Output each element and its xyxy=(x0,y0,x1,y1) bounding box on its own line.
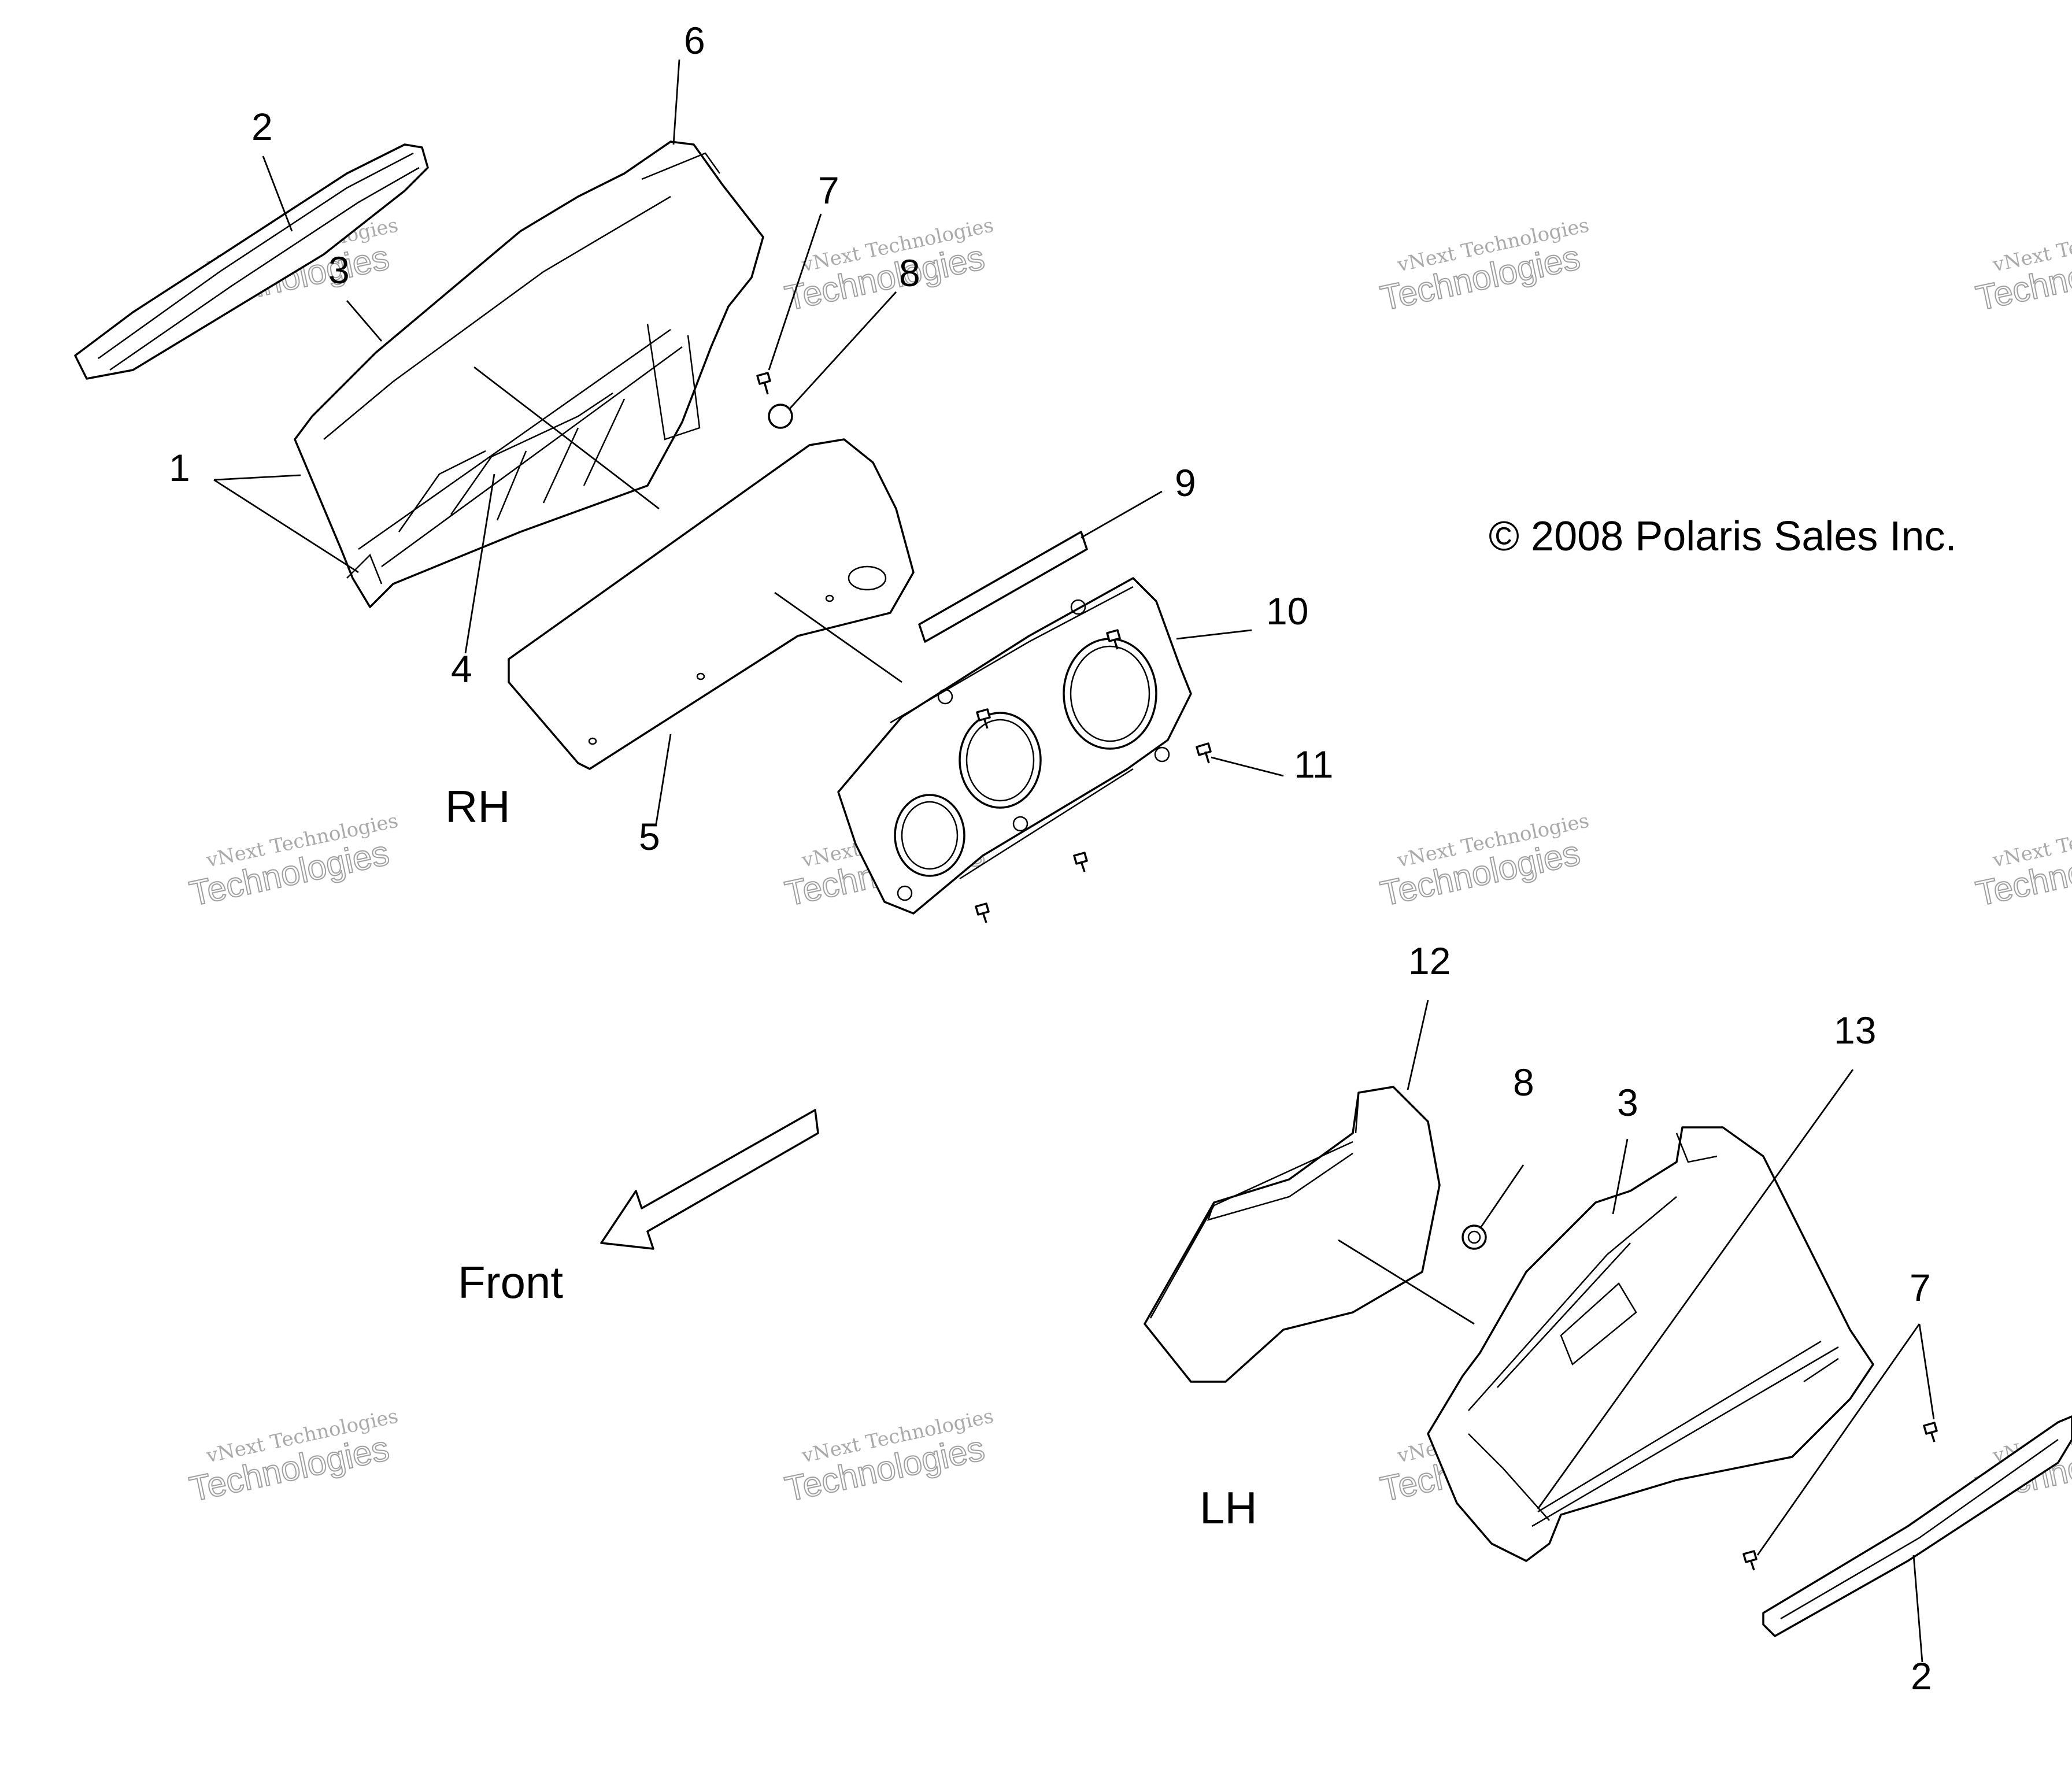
callout-2-bottom: 2 xyxy=(1911,1655,1932,1697)
watermark: vNext Technologies Technologies xyxy=(1377,809,1591,913)
callout-4: 4 xyxy=(451,648,472,690)
callout-3-bottom: 3 xyxy=(1617,1081,1638,1124)
callout-7-bottom: 7 xyxy=(1910,1266,1931,1309)
screw-bezel-4 xyxy=(975,902,990,923)
screw-7-top xyxy=(756,372,771,395)
label-front: Front xyxy=(458,1257,563,1308)
copyright-notice: © 2008 Polaris Sales Inc. xyxy=(1489,513,1956,560)
label-rh: RH xyxy=(445,781,510,832)
callout-5: 5 xyxy=(639,815,660,858)
watermark: vNext Technologies Technologies xyxy=(186,809,400,913)
screw-11 xyxy=(1196,742,1212,764)
part-2-trim-strip-rh xyxy=(74,143,429,380)
callout-9: 9 xyxy=(1175,461,1196,504)
watermark: vNext Technologies Technologies xyxy=(781,1404,996,1509)
fastener-set-bottom xyxy=(1462,1224,1938,1571)
callout-13: 13 xyxy=(1834,1009,1876,1052)
watermark: vNext Technologies Technologies xyxy=(1377,213,1591,318)
grommet-8-bottom xyxy=(1462,1224,1487,1250)
callout-2-top: 2 xyxy=(251,105,273,148)
screw-bezel-1 xyxy=(976,708,991,729)
callout-7-top: 7 xyxy=(818,169,839,212)
front-direction-arrow xyxy=(600,1109,819,1250)
callout-11: 11 xyxy=(1294,743,1334,786)
callouts: 2 3 1 4 6 7 8 9 10 11 5 12 8 3 13 7 2 xyxy=(169,19,1932,1697)
callout-12: 12 xyxy=(1408,939,1451,982)
part-2-trim-strip-lh xyxy=(1762,1415,2072,1637)
callout-3-top: 3 xyxy=(328,249,350,291)
callout-10: 10 xyxy=(1266,590,1308,632)
callout-8-top: 8 xyxy=(899,251,920,294)
screw-bezel-3 xyxy=(1073,852,1088,872)
watermark: vNext Technologies Technologies xyxy=(781,213,996,318)
fastener-set-top xyxy=(756,372,1212,923)
watermark: vNext Technologies Technologies xyxy=(186,1404,400,1509)
screw-bezel-2 xyxy=(1106,629,1121,650)
part-10-gauge-bezel xyxy=(837,577,1192,915)
part-12-storage-box xyxy=(1144,1086,1441,1383)
part-13-dash-shell-lh xyxy=(1427,1126,1874,1562)
callout-6: 6 xyxy=(684,19,705,62)
part-9-lens-strip xyxy=(918,531,1088,643)
screw-7-bottom-b xyxy=(1742,1550,1758,1571)
watermark: vNext Technologies Technologies xyxy=(1972,213,2072,318)
callout-1: 1 xyxy=(169,446,190,489)
part-5-backing-panel xyxy=(508,438,915,770)
watermark: vNext Technologies Technologies xyxy=(1972,809,2072,913)
callout-8-bottom: 8 xyxy=(1513,1061,1534,1104)
screw-7-bottom-a xyxy=(1923,1422,1938,1442)
label-lh: LH xyxy=(1200,1482,1257,1533)
part-6-dash-shell-rh xyxy=(294,140,764,608)
leader-lines xyxy=(213,59,1935,1663)
grommet-8-top xyxy=(768,404,793,429)
